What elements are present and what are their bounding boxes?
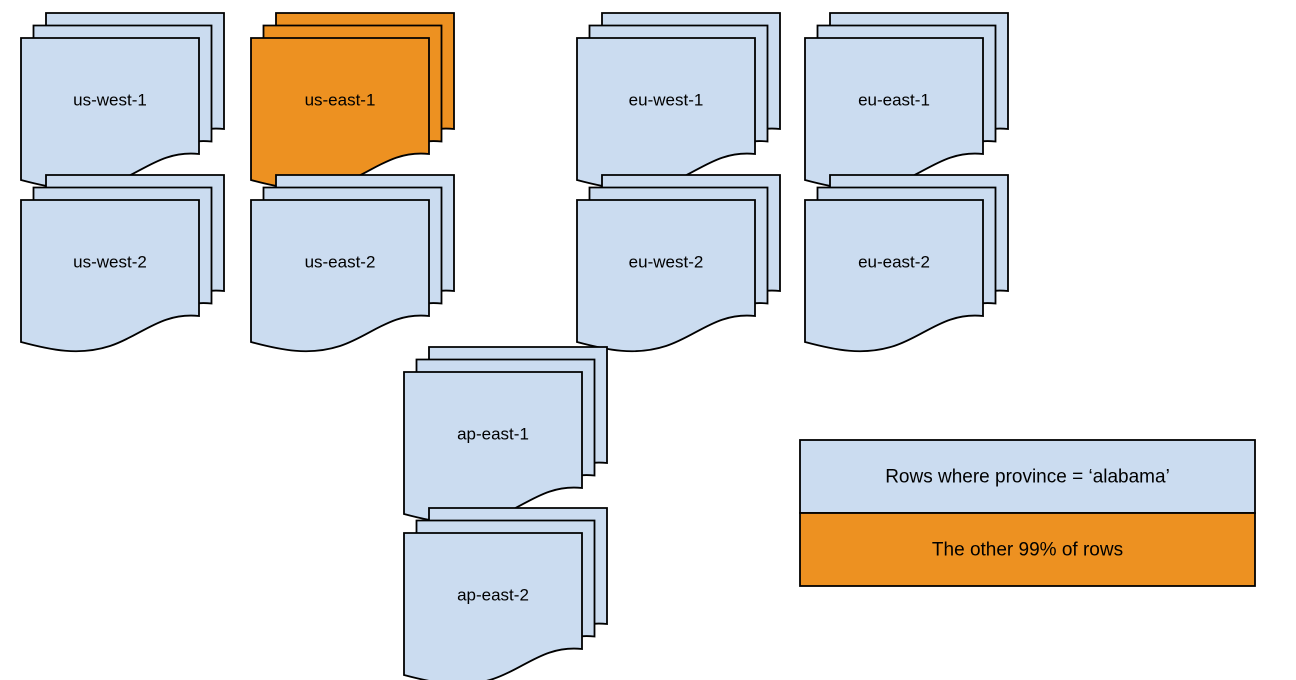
document-stack-eu-east-2[interactable]: eu-east-2 — [804, 174, 1009, 353]
document-sheet — [20, 199, 200, 353]
legend-label: The other 99% of rows — [932, 540, 1123, 561]
stack-label: us-west-1 — [73, 90, 147, 109]
document-stack-us-west-2[interactable]: us-west-2 — [20, 174, 225, 353]
stack-label: ap-east-1 — [457, 424, 529, 443]
document-stack-ap-east-1[interactable]: ap-east-1 — [403, 346, 608, 525]
legend-row-alabama-rows: Rows where province = ‘alabama’ — [799, 439, 1256, 514]
document-sheet — [250, 37, 430, 191]
legend-row-other-rows: The other 99% of rows — [799, 512, 1256, 587]
stack-label: ap-east-2 — [457, 585, 529, 604]
document-stack-us-east-2[interactable]: us-east-2 — [250, 174, 455, 353]
stack-label: eu-west-2 — [629, 252, 704, 271]
legend-label: Rows where province = ‘alabama’ — [885, 467, 1170, 488]
document-sheet — [250, 199, 430, 353]
stacks-layer: us-west-1 us-east-1 eu-west-1 eu-east-1 us-w… — [20, 12, 1009, 680]
document-sheet — [403, 371, 583, 525]
document-stack-us-east-1[interactable]: us-east-1 — [250, 12, 455, 191]
document-sheet — [576, 199, 756, 353]
stack-label: eu-east-2 — [858, 252, 930, 271]
legend-swatch — [799, 512, 1256, 587]
stack-label: us-east-2 — [305, 252, 376, 271]
document-sheet — [576, 37, 756, 191]
document-sheet — [804, 37, 984, 191]
document-stack-eu-east-1[interactable]: eu-east-1 — [804, 12, 1009, 191]
document-sheet — [20, 37, 200, 191]
stack-label: eu-west-1 — [629, 90, 704, 109]
stack-label: eu-east-1 — [858, 90, 930, 109]
legend: Rows where province = ‘alabama’ The other… — [799, 439, 1256, 587]
document-stack-us-west-1[interactable]: us-west-1 — [20, 12, 225, 191]
document-stack-ap-east-2[interactable]: ap-east-2 — [403, 507, 608, 680]
document-sheet — [804, 199, 984, 353]
stack-label: us-west-2 — [73, 252, 147, 271]
document-stack-eu-west-1[interactable]: eu-west-1 — [576, 12, 781, 191]
document-stack-eu-west-2[interactable]: eu-west-2 — [576, 174, 781, 353]
document-sheet — [403, 532, 583, 680]
legend-swatch — [799, 439, 1256, 514]
stack-label: us-east-1 — [305, 90, 376, 109]
